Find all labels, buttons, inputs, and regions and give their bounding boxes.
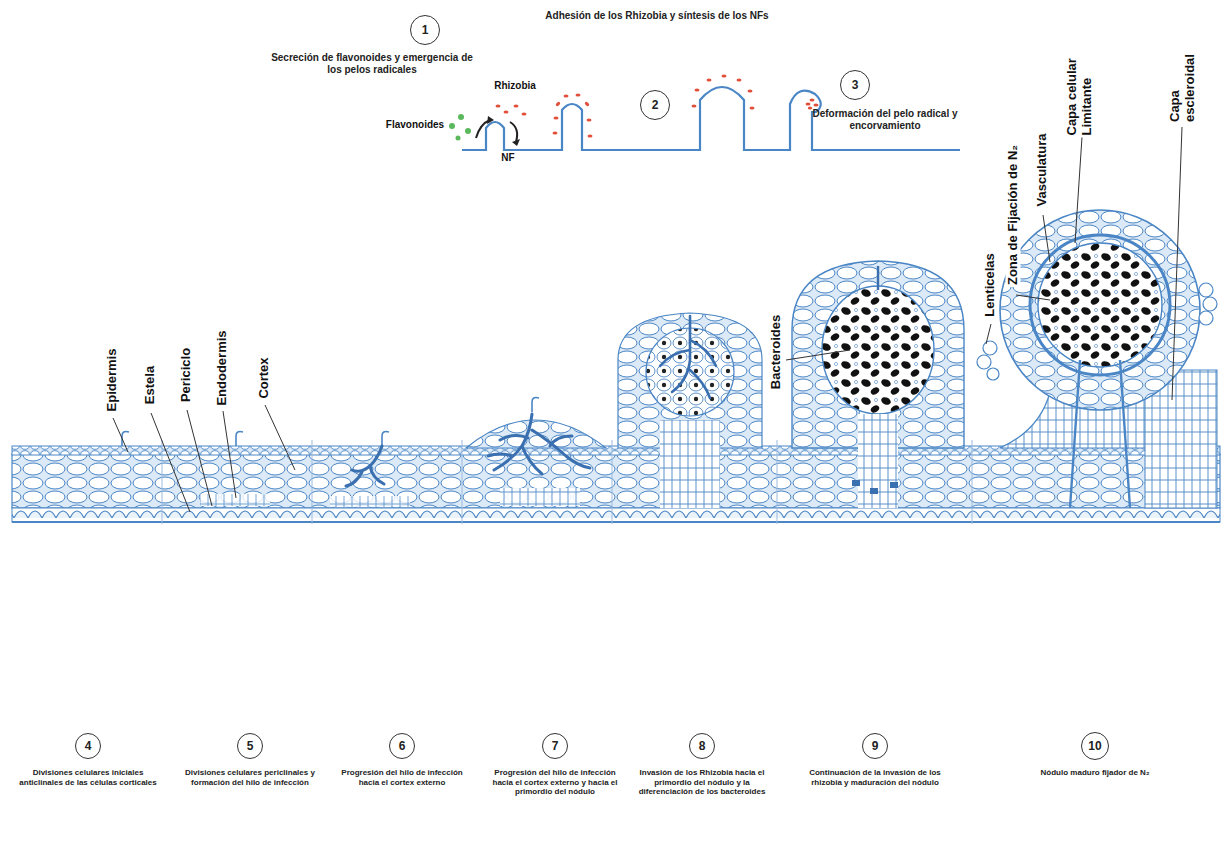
step-caption: Continuación de la invasión de los rhizo… [805,768,945,787]
step-circle: 8 [689,733,715,759]
step-circle: 1 [410,15,440,45]
step-node: 10Nódulo maduro fijador de N₂ [1015,732,1175,780]
part-label: Epidermis [105,347,120,414]
step-caption: Divisiones celulares iniciales anticlina… [18,768,158,787]
step-node: 4Divisiones celulares iniciales anticlin… [18,733,158,789]
step-node: 5Divisiones celulares periclinales y for… [180,733,320,789]
step-caption: Nódulo maduro fijador de N₂ [1015,768,1175,778]
step-node: 8Invasión de los Rhizobia hacia el primo… [627,733,777,799]
callout-number: 8 [699,739,706,753]
step-caption: Secreción de flavonoides y emergencia de… [270,52,475,76]
part-label: Capa celular Limitante [1065,39,1095,138]
callout-number: 4 [85,739,92,753]
step-circle: 5 [237,733,263,759]
part-label: Bacteroides [769,313,784,391]
callout-number: 1 [422,23,429,37]
step-caption: Progresión del hilo de infección hacia e… [332,768,472,787]
part-label: Endodermis [215,328,230,407]
step-circle: 7 [542,733,568,759]
step-node: 9Continuación de la invasión de los rhiz… [805,733,945,789]
part-label: Estela [143,364,158,406]
step-node: 2 Adhesión de los Rhizobia y síntesis de … [537,10,777,120]
step-caption: Invasión de los Rhizobia hacia el primor… [627,768,777,797]
step-circle: 6 [389,733,415,759]
step-circle: 10 [1081,732,1109,760]
callout-number: 9 [872,739,879,753]
step-node: 3Deformación del pelo radical y encorvam… [783,70,988,134]
step-node: 7Progresión del hilo de infección hacia … [490,733,620,799]
callout-number: 10 [1088,739,1101,753]
annotation-label: NF [499,152,516,164]
annotation-label: Flavonoides [384,119,446,131]
step-caption: Adhesión de los Rhizobia y síntesis de l… [537,10,777,22]
part-label: Cortex [257,355,272,400]
callout-number: 6 [399,739,406,753]
part-label: Lenticelas [983,251,998,319]
step-circle: 3 [840,70,870,100]
callout-number: 5 [247,739,254,753]
step-caption: Progresión del hilo de infección hacia e… [490,768,620,797]
part-label: Capa escleroidal [1168,40,1198,124]
part-label: Periciclo [179,346,194,404]
callout-number: 7 [552,739,559,753]
part-label: Vasculatura [1035,132,1050,209]
annotation-label: Rhizobia [492,80,538,92]
step-circle: 2 [640,90,670,120]
step-caption: Divisiones celulares periclinales y form… [180,768,320,787]
callout-number: 2 [652,98,659,112]
step-node: 6Progresión del hilo de infección hacia … [332,733,472,789]
step-circle: 4 [75,733,101,759]
step-node: 1Secreción de flavonoides y emergencia d… [270,15,475,78]
callout-number: 3 [852,78,859,92]
part-label: Zona de Fijación de N₂ [1006,143,1021,287]
step-circle: 9 [862,733,888,759]
step-caption: Deformación del pelo radical y encorvami… [783,108,988,132]
